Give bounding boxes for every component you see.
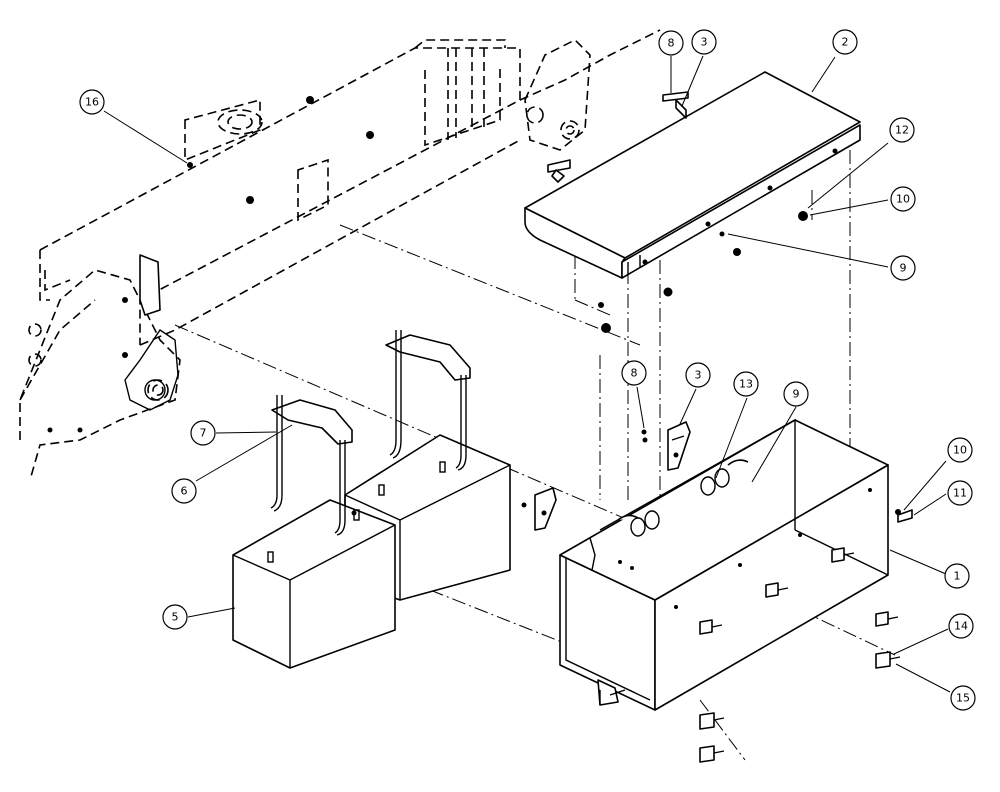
balloon-8-upper: 8 <box>658 30 684 56</box>
balloon-1: 1 <box>944 563 970 589</box>
hold-down-rods <box>270 330 471 536</box>
balloon-6-label: 6 <box>181 485 188 498</box>
balloon-14: 14 <box>948 613 974 639</box>
balloon-10-upper: 10 <box>890 186 916 212</box>
box-bolts <box>699 509 913 763</box>
cover-hardware <box>547 91 808 333</box>
balloon-2-label: 2 <box>842 36 849 49</box>
balloon-9-lower: 9 <box>783 381 809 407</box>
balloon-12-label: 12 <box>895 124 909 137</box>
balloon-10-lower-label: 10 <box>953 444 967 457</box>
balloon-9-upper: 9 <box>890 255 916 281</box>
balloon-14-label: 14 <box>954 620 968 633</box>
battery-box <box>559 418 889 711</box>
balloon-7-label: 7 <box>200 427 207 440</box>
balloon-11: 11 <box>947 480 973 506</box>
balloon-3-upper-label: 3 <box>701 36 708 49</box>
balloon-7: 7 <box>190 420 216 446</box>
balloon-10-lower: 10 <box>947 437 973 463</box>
balloon-9-upper-label: 9 <box>900 262 907 275</box>
balloon-6: 6 <box>171 478 197 504</box>
balloon-3-upper: 3 <box>691 29 717 55</box>
balloon-8-lower-label: 8 <box>631 367 638 380</box>
balloon-16-label: 16 <box>85 96 99 109</box>
balloon-15: 15 <box>950 685 976 711</box>
battery-box-cover <box>524 71 861 279</box>
frame-hanger-bracket <box>124 254 179 411</box>
balloon-11-label: 11 <box>953 487 967 500</box>
balloon-15-label: 15 <box>956 692 970 705</box>
balloon-9-lower-label: 9 <box>793 388 800 401</box>
balloon-3-lower: 3 <box>685 362 711 388</box>
balloon-13-label: 13 <box>739 378 753 391</box>
balloon-16: 16 <box>79 89 105 115</box>
balloon-3-lower-label: 3 <box>695 369 702 382</box>
balloon-12: 12 <box>889 117 915 143</box>
balloon-5-label: 5 <box>172 611 179 624</box>
balloon-5: 5 <box>162 604 188 630</box>
balloon-13: 13 <box>733 371 759 397</box>
battery-front <box>232 499 396 669</box>
balloon-1-label: 1 <box>954 570 961 583</box>
hold-down-clamps <box>521 421 691 531</box>
balloon-8-lower: 8 <box>621 360 647 386</box>
leader-lines <box>103 55 951 693</box>
balloon-10-upper-label: 10 <box>896 193 910 206</box>
balloon-8-upper-label: 8 <box>668 37 675 50</box>
frame-assembly-hidden <box>19 29 661 481</box>
balloon-2: 2 <box>832 29 858 55</box>
